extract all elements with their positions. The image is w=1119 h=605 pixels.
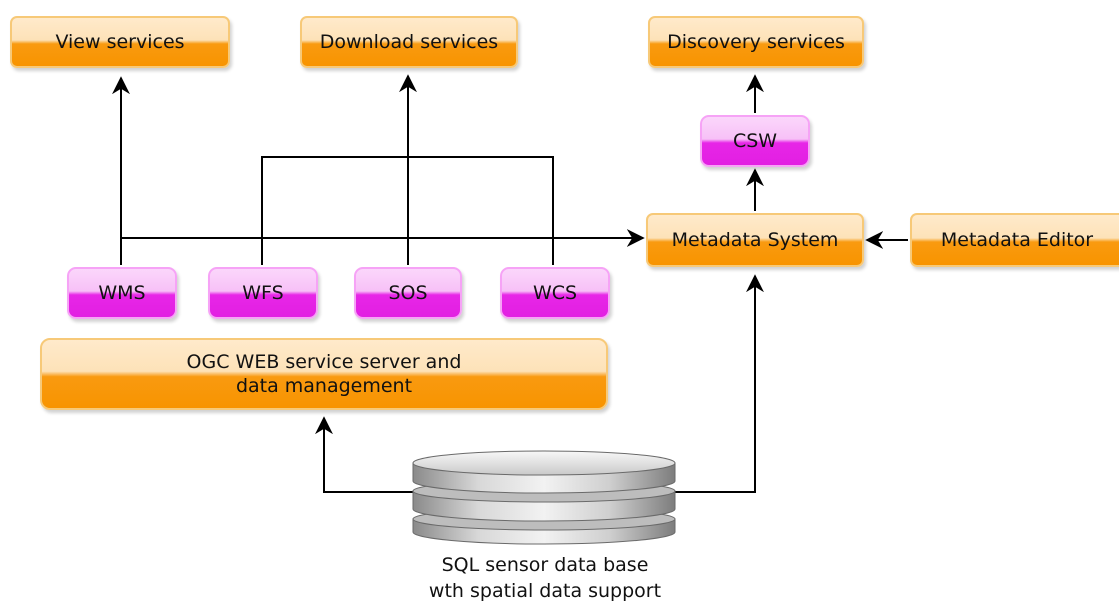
csw-label: CSW [732, 130, 778, 152]
edge-db-ogc [315, 416, 413, 493]
download-services-label: Download services [319, 31, 499, 53]
wfs-label: WFS [242, 282, 284, 304]
sos-box: SOS [354, 267, 462, 319]
metadata-system-label: Metadata System [671, 229, 839, 251]
csw-box: CSW [700, 115, 810, 167]
metadata-system-box: Metadata System [646, 213, 864, 267]
wcs-box: WCS [500, 267, 610, 319]
discovery-services-label: Discovery services [667, 31, 845, 53]
wms-label: WMS [98, 282, 146, 304]
metadata-editor-label: Metadata Editor [940, 229, 1094, 251]
ogc-server-label-line1: OGC WEB service server and [186, 351, 462, 373]
view-services-label: View services [55, 31, 185, 53]
database-label-line1: SQL sensor data base [441, 554, 649, 576]
wfs-box: WFS [208, 267, 318, 319]
ogc-server-box: OGC WEB service server and data manageme… [40, 338, 608, 410]
wcs-label: WCS [532, 282, 578, 304]
database-label-line2: wth spatial data support [428, 580, 662, 602]
view-services-box: View services [10, 16, 230, 68]
edge-db-metadata [675, 274, 764, 493]
wms-box: WMS [67, 267, 177, 319]
discovery-services-box: Discovery services [648, 16, 864, 68]
database-icon [412, 450, 676, 545]
sos-label: SOS [388, 282, 428, 304]
database-label: SQL sensor data base wth spatial data su… [380, 552, 710, 604]
metadata-editor-box: Metadata Editor [910, 213, 1119, 267]
download-services-box: Download services [300, 16, 518, 68]
ogc-server-label-line2: data management [235, 375, 413, 397]
